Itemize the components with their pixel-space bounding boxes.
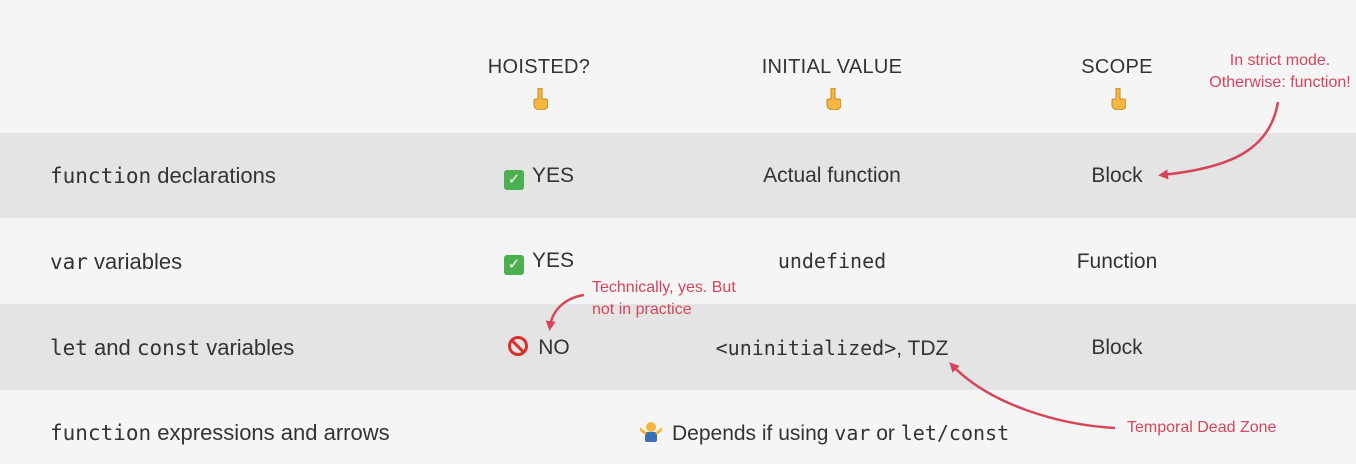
initial-value-cell: Actual function <box>763 164 901 187</box>
hoisted-value: YES <box>531 249 575 272</box>
code-keyword: let <box>50 336 88 360</box>
check-mark-icon: ✓ <box>503 255 524 275</box>
annotation-line: Otherwise: function! <box>1209 74 1351 91</box>
hoisted-cell: NO <box>409 333 669 363</box>
row-label-text: variables <box>87 249 183 274</box>
check-mark-icon: ✓ <box>503 170 524 190</box>
scope-cell: Block <box>1091 336 1143 359</box>
tdz-arrow <box>949 362 1116 430</box>
row-label-text: variables <box>200 335 295 360</box>
row-label-text: expressions and arrows <box>151 420 390 445</box>
initial-value-cell: undefined <box>702 246 962 277</box>
row-label-text: and <box>87 335 137 360</box>
annotation-tdz: Temporal Dead Zone <box>1127 419 1277 436</box>
annotation-line: Technically, yes. But <box>592 279 736 296</box>
pointing-down-icon <box>823 87 843 114</box>
scope-cell: Function <box>1076 250 1158 273</box>
shrug-icon <box>638 421 664 443</box>
row-band-function-declarations <box>0 133 1356 218</box>
row-label-var-variables: var variables <box>50 247 182 277</box>
row-label-text: declarations <box>151 163 276 188</box>
header-initial-value: INITIAL VALUE <box>761 56 903 78</box>
depends-text: or <box>870 422 901 445</box>
annotation-technically: Technically, yes. But not in practice <box>592 277 736 321</box>
depends-text: Depends if using <box>672 422 835 445</box>
pointing-down-icon <box>1108 87 1128 114</box>
pointing-down-icon <box>530 87 550 114</box>
prohibited-icon <box>508 336 529 356</box>
initial-value-text: , TDZ <box>896 337 949 360</box>
hoisted-cell: ✓ YES <box>409 246 669 276</box>
hoisted-cell: ✓ YES <box>409 161 669 191</box>
strict-mode-arrow <box>1158 101 1280 180</box>
code-keyword: let/const <box>900 421 1010 445</box>
row-label-let-const-variables: let and const variables <box>50 333 294 363</box>
code-keyword: const <box>136 336 201 360</box>
header-scope: SCOPE <box>1081 56 1153 78</box>
initial-value-cell: <uninitialized>, TDZ <box>702 333 962 364</box>
row-band-let-const-variables <box>0 304 1356 390</box>
row-label-function-expressions: function expressions and arrows <box>50 418 390 448</box>
depends-cell: Depends if using var or let/const <box>600 418 1060 449</box>
initial-value-code: <uninitialized> <box>715 336 897 360</box>
code-keyword: function <box>50 164 152 188</box>
code-keyword: var <box>834 421 871 445</box>
annotation-line: not in practice <box>592 301 692 318</box>
hoisted-value: YES <box>531 164 575 187</box>
row-label-function-declarations: function declarations <box>50 161 276 191</box>
annotation-line: In strict mode. <box>1229 52 1331 69</box>
annotation-strict-mode: In strict mode. Otherwise: function! <box>1195 50 1356 94</box>
code-keyword: function <box>50 421 152 445</box>
initial-value-code: undefined <box>777 249 887 273</box>
hoisted-value: NO <box>538 336 570 359</box>
scope-cell: Block <box>1091 164 1143 187</box>
code-keyword: var <box>50 250 88 274</box>
technically-arrow <box>545 293 585 331</box>
header-hoisted: HOISTED? <box>487 56 591 78</box>
